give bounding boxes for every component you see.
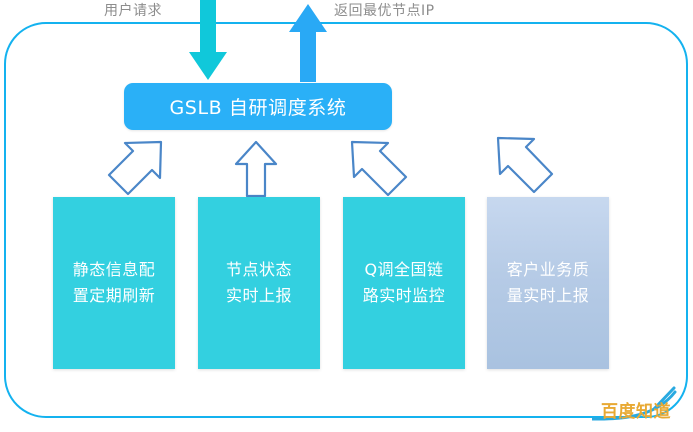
caption-return-best-node-ip: 返回最优节点IP: [334, 3, 435, 19]
watermark-swoosh-icon: [590, 386, 677, 421]
system-boundary-frame: [4, 22, 688, 418]
feed-arrow-2-icon: [234, 140, 278, 198]
block-customer-quality-report[interactable]: 客户业务质 量实时上报: [487, 197, 609, 369]
response-out-arrow-icon: [289, 4, 327, 82]
block-node-status-report[interactable]: 节点状态 实时上报: [198, 197, 320, 369]
caption-user-request: 用户请求: [104, 3, 162, 19]
gslb-scheduling-system-box[interactable]: GSLB 自研调度系统: [124, 83, 392, 130]
feed-arrow-3-icon: [350, 140, 408, 197]
block-static-info-refresh[interactable]: 静态信息配 置定期刷新: [53, 197, 175, 369]
feed-arrow-1-icon: [107, 140, 163, 196]
block-node-status-report-label: 节点状态 实时上报: [225, 260, 292, 305]
request-in-arrow-icon: [189, 0, 227, 80]
watermark-label: 百度知道: [601, 402, 671, 422]
block-customer-quality-report-label: 客户业务质 量实时上报: [506, 260, 590, 305]
watermark: 百度知道: [590, 386, 693, 428]
block-nationwide-link-monitor[interactable]: Q调全国链 路实时监控: [343, 197, 465, 369]
feed-arrow-4-icon: [496, 136, 554, 194]
block-nationwide-link-monitor-label: Q调全国链 路实时监控: [362, 260, 446, 305]
block-static-info-refresh-label: 静态信息配 置定期刷新: [72, 260, 156, 305]
gslb-scheduling-system-label: GSLB 自研调度系统: [169, 97, 347, 119]
